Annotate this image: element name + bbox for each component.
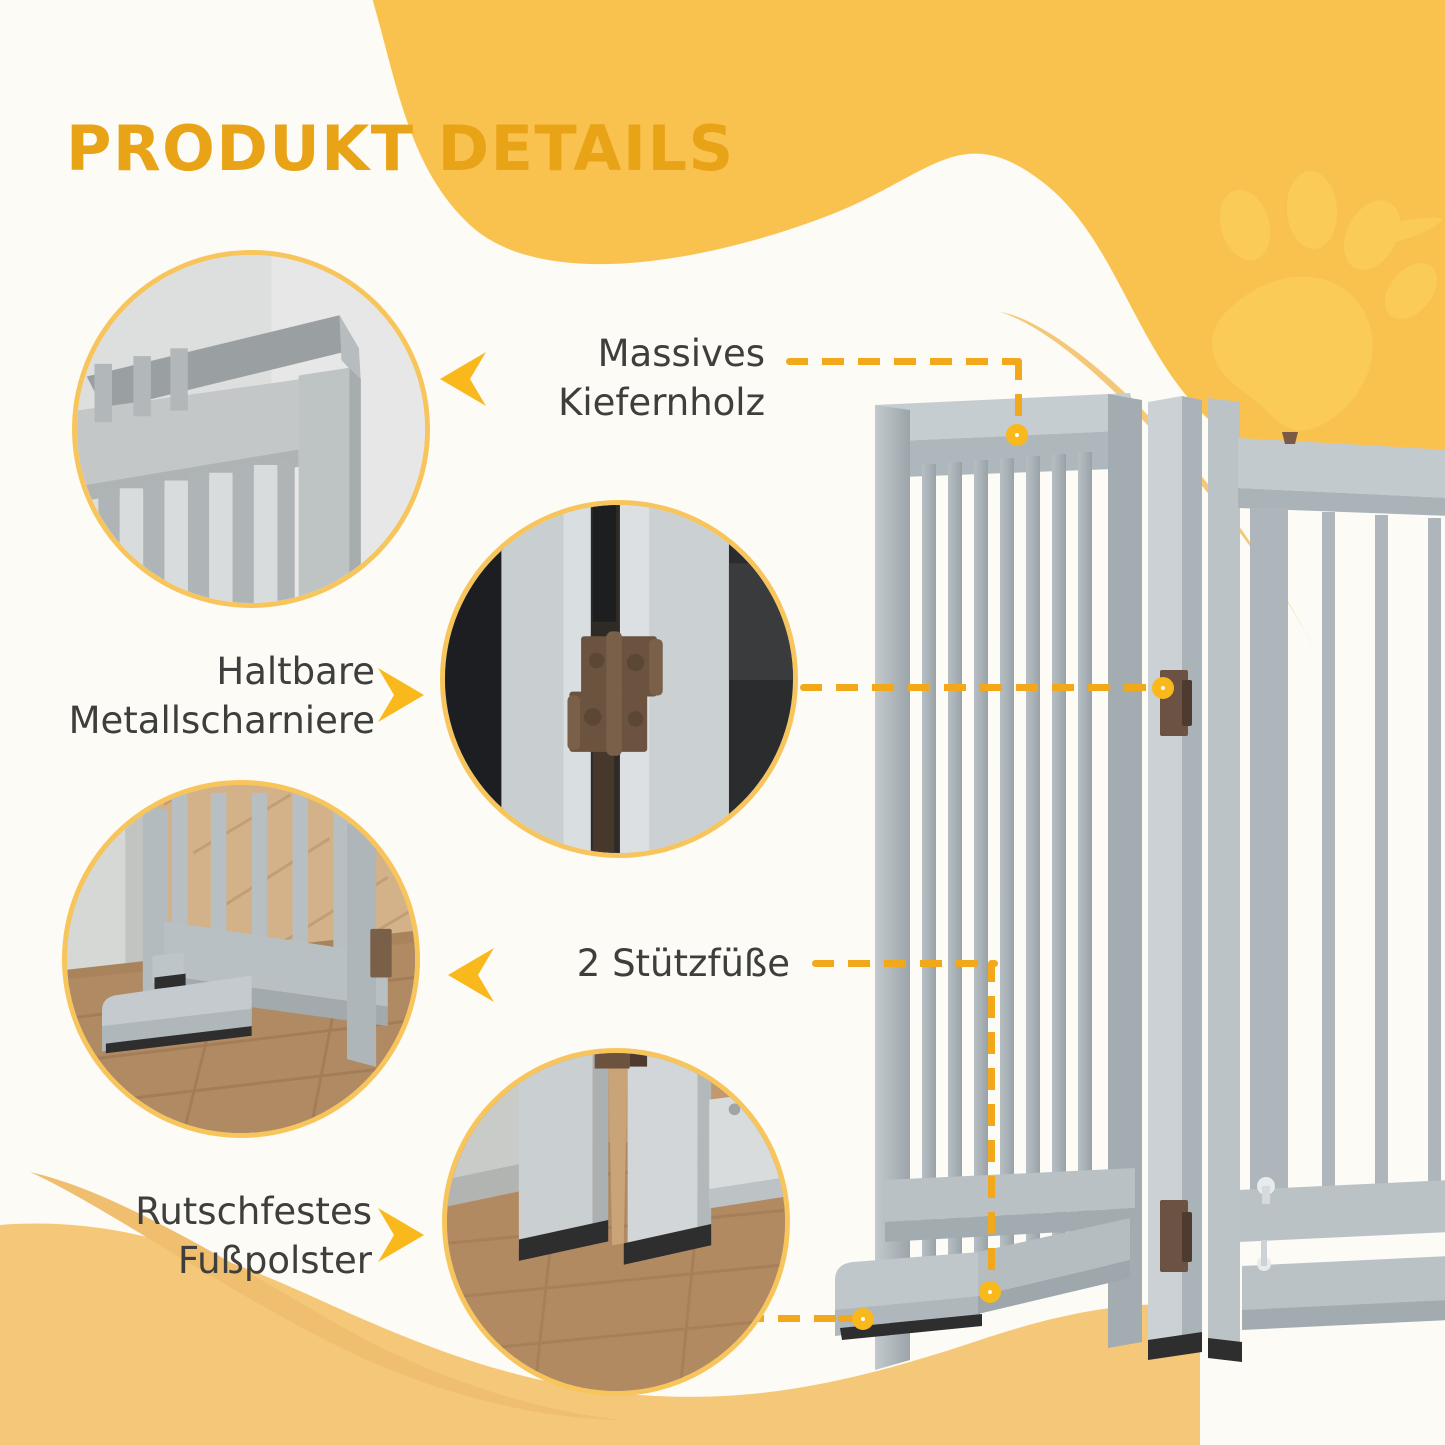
arrow-notch — [378, 668, 394, 722]
non-slip-pad-photo — [447, 1053, 785, 1391]
metal-hinge-closeup-photo — [445, 505, 793, 853]
gate-corner-joint-photo — [77, 255, 425, 603]
support-foot-photo — [67, 785, 415, 1133]
page-title: PRODUKT DETAILS — [66, 112, 735, 185]
arrow-notch — [470, 352, 486, 406]
feature-photo-solid-pine-wood — [72, 250, 430, 608]
connector-dot — [1152, 677, 1174, 699]
product-image — [830, 380, 1445, 1390]
feature-label-solid-pine-wood: Massives Kiefernholz — [558, 332, 765, 424]
hinge-plate — [567, 631, 663, 756]
connector-dot — [979, 1281, 1001, 1303]
arrow-notch — [378, 1208, 394, 1262]
connector-dot — [852, 1308, 874, 1330]
feature-label-non-slip-pad: Rutschfestes Fußpolster — [135, 1190, 372, 1282]
folding-pet-gate-illustration — [835, 393, 1445, 1370]
feature-photo-non-slip-pad — [442, 1048, 790, 1396]
connector-dot — [1006, 424, 1028, 446]
feature-photo-support-feet — [62, 780, 420, 1138]
arrow-notch — [478, 948, 494, 1002]
feature-label-metal-hinges: Haltbare Metallscharniere — [68, 650, 375, 742]
feature-photo-metal-hinges — [440, 500, 798, 858]
feature-label-support-feet: 2 Stützfüße — [576, 942, 790, 985]
